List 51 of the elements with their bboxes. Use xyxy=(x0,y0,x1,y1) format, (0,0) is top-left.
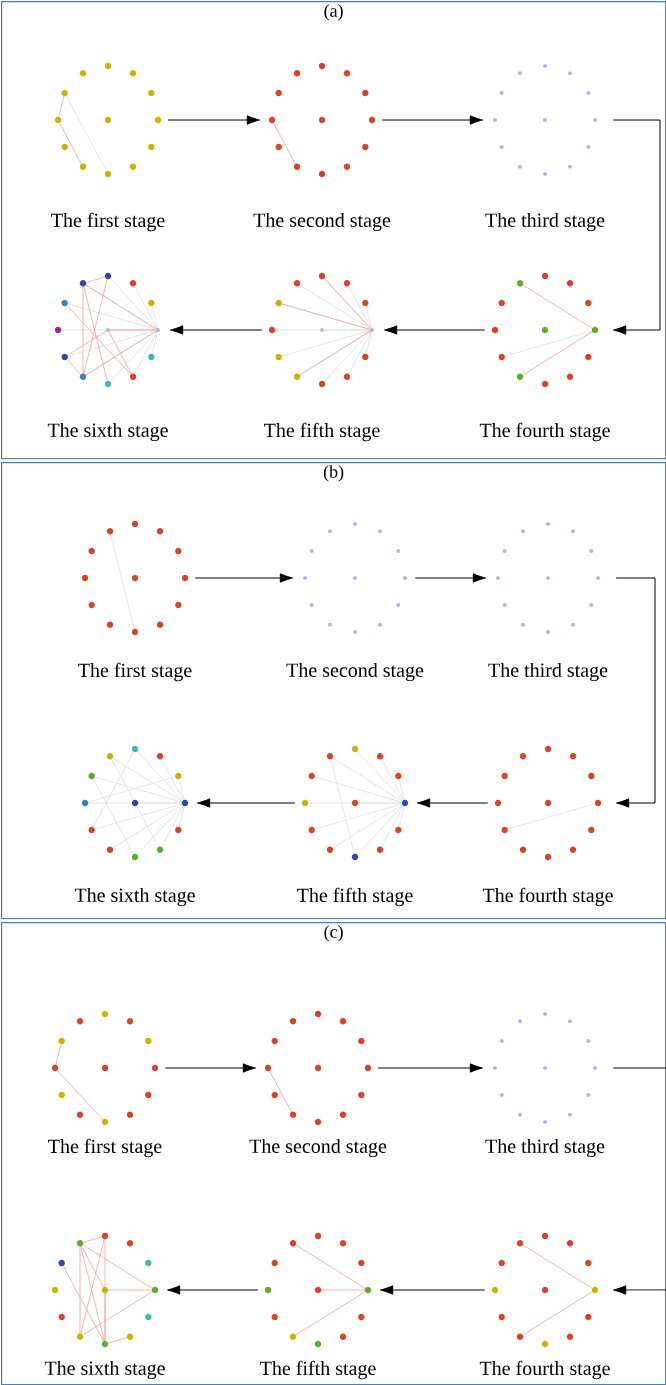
stage-caption: The first stage xyxy=(51,212,165,232)
arrow xyxy=(414,573,486,583)
stage-caption: The second stage xyxy=(253,212,391,232)
stage-caption: The sixth stage xyxy=(74,887,195,907)
arrow xyxy=(380,1285,486,1295)
stage-caption: The sixth stage xyxy=(44,1360,165,1380)
stage-caption: The first stage xyxy=(48,1138,162,1158)
arrow xyxy=(194,573,293,583)
stage-caption: The third stage xyxy=(485,212,605,232)
stage-caption: The fifth stage xyxy=(264,422,380,442)
network-drawing xyxy=(491,1232,599,1348)
stage-caption: The second stage xyxy=(249,1138,387,1158)
network-drawing xyxy=(301,745,409,861)
arrow xyxy=(167,1285,259,1295)
arrow xyxy=(384,325,486,335)
network-drawing xyxy=(268,62,376,178)
network-drawing xyxy=(493,64,597,176)
network-drawing xyxy=(303,522,407,634)
arrow xyxy=(197,798,296,808)
network-drawing xyxy=(493,1012,597,1124)
arrow xyxy=(615,577,656,808)
stage-caption: The fifth stage xyxy=(260,1360,376,1380)
network-drawing xyxy=(51,1232,159,1348)
stage-caption: The sixth stage xyxy=(47,422,168,442)
arrow xyxy=(377,1063,483,1073)
network-drawing xyxy=(496,522,600,634)
stage-caption: The third stage xyxy=(485,1138,605,1158)
network-drawing xyxy=(494,745,602,861)
network-drawing xyxy=(81,745,189,861)
network-drawing xyxy=(54,272,160,388)
stage-caption: The fourth stage xyxy=(479,422,610,442)
arrow xyxy=(612,119,661,335)
arrow xyxy=(164,1063,256,1073)
arrow xyxy=(167,115,260,125)
network-drawing xyxy=(81,520,189,636)
arrow xyxy=(612,1067,666,1295)
stage-caption: The third stage xyxy=(488,662,608,682)
network-drawing xyxy=(268,272,374,388)
network-drawing xyxy=(54,62,162,178)
network-drawing xyxy=(491,272,599,388)
stage-caption: The second stage xyxy=(286,662,424,682)
arrow xyxy=(381,115,483,125)
stage-caption: The first stage xyxy=(78,662,192,682)
network-drawing xyxy=(264,1232,372,1348)
arrow xyxy=(170,325,263,335)
stage-caption: The fourth stage xyxy=(479,1360,610,1380)
network-drawing xyxy=(51,1010,159,1126)
arrow xyxy=(417,798,489,808)
network-drawing xyxy=(264,1010,372,1126)
stage-caption: The fourth stage xyxy=(482,887,613,907)
stage-caption: The fifth stage xyxy=(297,887,413,907)
